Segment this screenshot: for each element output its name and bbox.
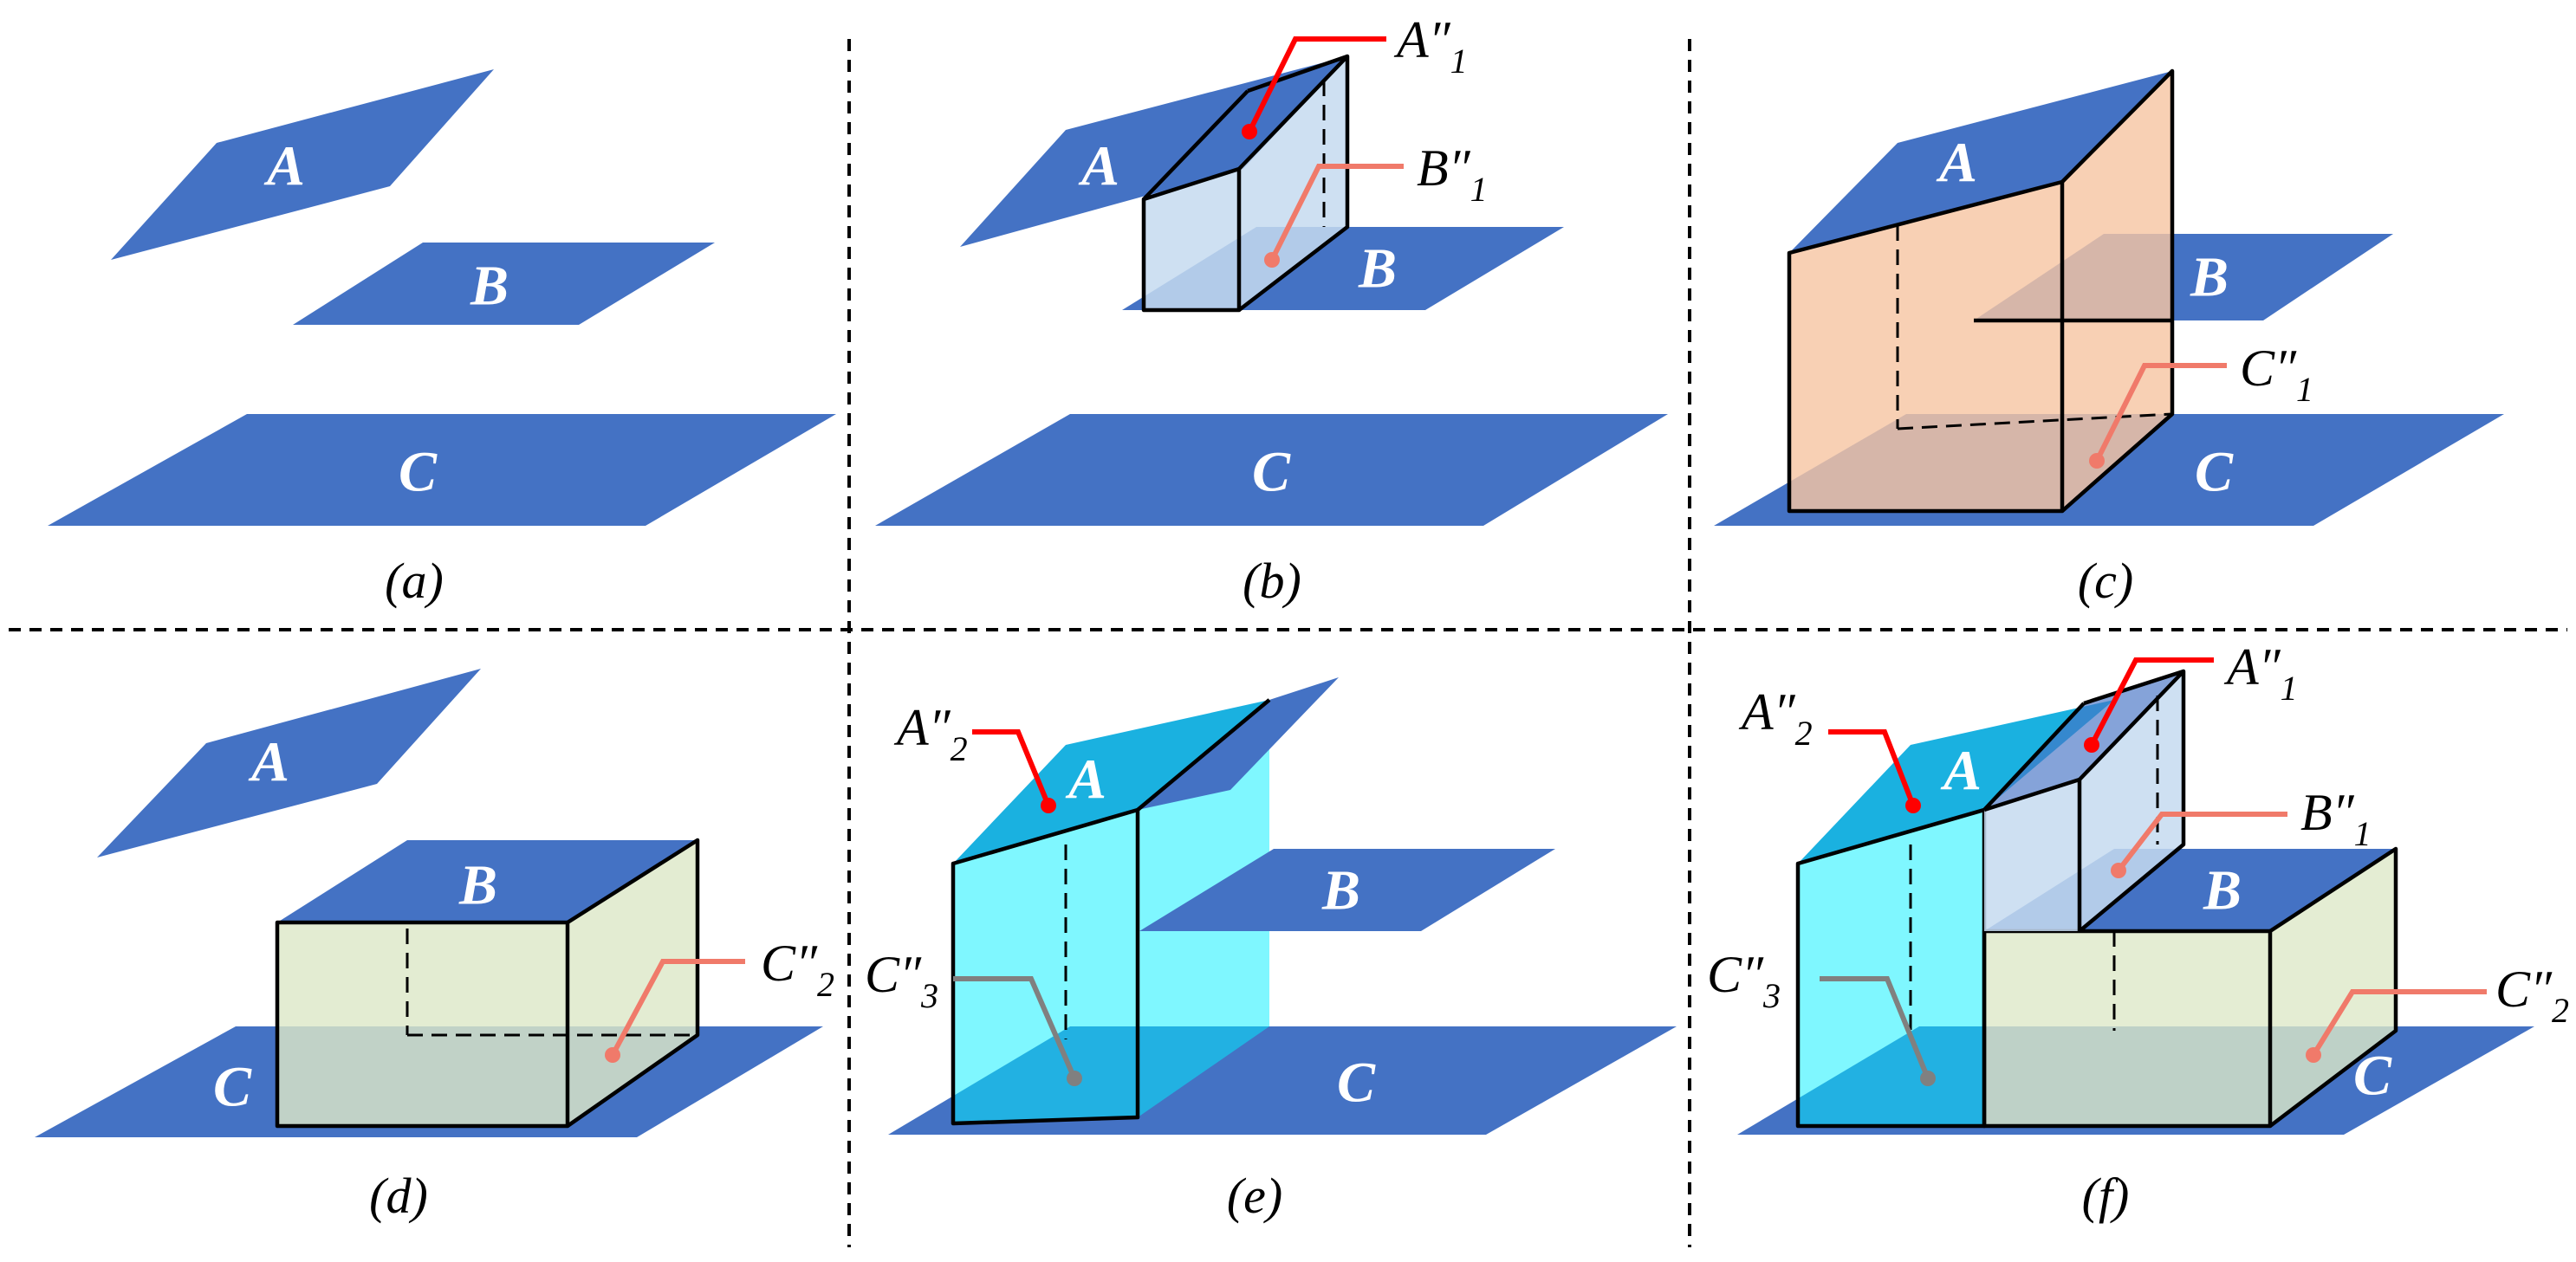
box-f-cyan-edge <box>1795 807 1987 1129</box>
box-d-fill <box>277 840 698 1126</box>
callout-c1: C″1 <box>2240 340 2313 409</box>
leader-c3 <box>1820 976 1930 1080</box>
caption-f: (f) <box>2082 1168 2130 1224</box>
plane-c-label: C <box>1337 1052 1376 1115</box>
leader-a2 <box>972 729 1051 807</box>
panel-e: C B A A″2 C″3 (e) <box>865 677 1677 1224</box>
panel-a: A B C (a) <box>48 69 836 609</box>
callout-b1: B″1 <box>1417 139 1488 209</box>
panel-c: C B A C″1 (c) <box>1714 68 2504 609</box>
box-c-hidden-edge2 <box>1897 412 2173 430</box>
plane-a <box>111 69 494 260</box>
box-f-blue-side <box>2078 669 2186 933</box>
callout-c2: C″2 <box>2495 961 2569 1030</box>
box-f-blue-top-edge <box>1982 702 2086 812</box>
callout-a1: A″1 <box>1393 11 1468 81</box>
plane-b-label: B <box>2190 246 2229 309</box>
plane-a-label: A <box>248 731 289 794</box>
plane-a <box>1798 700 2114 864</box>
plane-b-label: B <box>1358 237 1397 301</box>
plane-b <box>277 840 698 922</box>
callout-c2: C″2 <box>761 935 834 1004</box>
plane-b-label: B <box>470 255 509 318</box>
callout-b1: B″1 <box>2300 784 2372 853</box>
leader-c1 <box>2094 363 2227 463</box>
leader-c3 <box>953 976 1077 1080</box>
plane-a-label: A <box>1936 132 1977 195</box>
plane-b-label: B <box>458 854 497 917</box>
panel-b: A B C A″1 B″1 (b) <box>875 11 1668 609</box>
plane-c-label: C <box>1252 441 1291 504</box>
caption-e: (e) <box>1227 1168 1282 1224</box>
caption-a: (a) <box>385 553 444 609</box>
box-f-blue-fill <box>1984 671 2183 931</box>
plane-a-label: A <box>1065 748 1106 812</box>
plane-a <box>953 700 1269 864</box>
callout-a2: A″2 <box>893 699 968 768</box>
leader-c2-dot <box>2306 1047 2321 1063</box>
plane-c-label: C <box>2195 441 2234 504</box>
plane-b-label: B <box>2203 859 2242 922</box>
plane-a-label: A <box>263 135 305 198</box>
leader-a2 <box>1828 729 1916 807</box>
plane-a <box>1789 71 2172 253</box>
plane-c <box>875 414 1668 526</box>
plane-a-label: A <box>1078 135 1119 198</box>
panel-f: C B A A″2 A″1 B″1 C″3 <box>1707 638 2569 1224</box>
box-f-green-side <box>2268 846 2398 1128</box>
leader-b1-dot <box>1264 252 1280 268</box>
caption-d: (d) <box>369 1168 428 1224</box>
box-c-side-edge <box>2060 68 2175 513</box>
leader-c2 <box>2311 989 2487 1057</box>
box-f-blue-top <box>1984 671 2183 810</box>
panel-d: A C B C″2 (d) <box>35 669 834 1224</box>
box-f-cyan-fill <box>1798 810 1984 1126</box>
box-b-top-edge <box>1142 89 1249 201</box>
leader-c3-dot <box>1920 1071 1936 1086</box>
box-d-side-edge <box>566 838 700 1128</box>
plane-a-extension <box>1138 677 1339 810</box>
plane-c <box>48 414 836 526</box>
plane-b-label: B <box>1321 859 1360 922</box>
caption-b: (b) <box>1243 553 1301 609</box>
leader-a2-dot <box>1905 798 1921 813</box>
leader-a1-dot <box>1242 124 1257 139</box>
plane-a <box>97 669 481 858</box>
leader-a1 <box>1247 36 1386 133</box>
plane-b <box>293 243 715 325</box>
plane-b <box>1139 849 1555 931</box>
leader-c2-dot <box>605 1047 620 1063</box>
leader-a1 <box>2089 657 2214 747</box>
leader-b1 <box>1269 164 1404 262</box>
leader-a2-dot <box>1041 798 1056 813</box>
callout-c3: C″3 <box>1707 946 1781 1015</box>
box-b-side-edge <box>1237 54 1350 312</box>
box-e-fill <box>953 700 1269 1123</box>
callout-a2: A″2 <box>1738 683 1813 753</box>
callout-c3: C″3 <box>865 946 938 1015</box>
box-b-top-edge2 <box>1247 54 1348 94</box>
box-e-side-edge <box>1136 698 1271 812</box>
plane-c-label: C <box>399 441 438 504</box>
box-e-front-edge <box>951 807 1140 1126</box>
leader-c1-dot <box>2089 453 2105 469</box>
box-f-blue-top-edge2 <box>2083 669 2184 706</box>
box-b-fill <box>1144 56 1347 310</box>
plane-a-label: A <box>1940 740 1982 803</box>
box-c-fill <box>1789 71 2172 511</box>
leader-c2 <box>610 959 745 1057</box>
plane-c-label: C <box>213 1056 252 1119</box>
leader-b1-dot <box>2111 863 2126 878</box>
leader-a1-dot <box>2084 737 2099 753</box>
callout-a1: A″1 <box>2223 638 2298 708</box>
leader-b1 <box>2116 812 2287 872</box>
leader-c3-dot <box>1067 1071 1082 1086</box>
caption-c: (c) <box>2078 553 2133 609</box>
